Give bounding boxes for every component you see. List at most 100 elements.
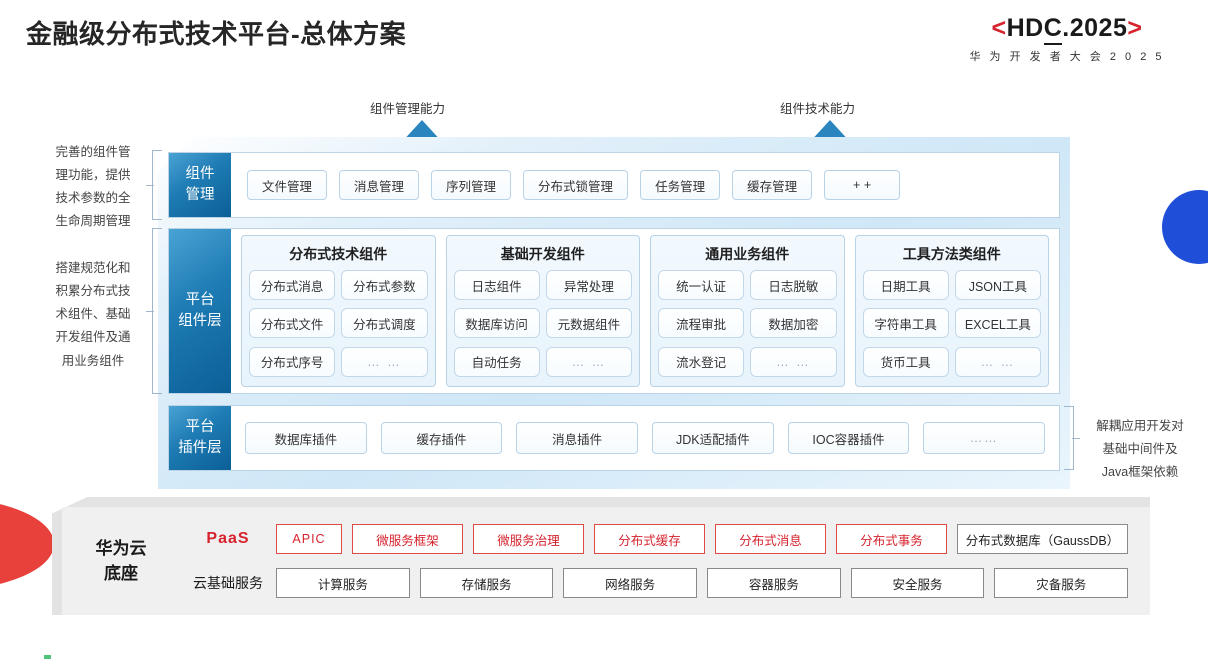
- chip-plugin-4[interactable]: IOC容器插件: [787, 422, 910, 454]
- bchip-basic-4[interactable]: 安全服务: [850, 568, 985, 598]
- bracket-left-1: [146, 150, 162, 220]
- chip-g1-0[interactable]: 日志组件: [453, 270, 540, 300]
- layer-label-platform-plugin: 平台 插件层: [169, 406, 231, 470]
- chip-g1-3[interactable]: 元数据组件: [545, 308, 632, 339]
- chip-g2-1[interactable]: 日志脱敏: [750, 270, 837, 300]
- chip-manage-4[interactable]: 任务管理: [640, 170, 721, 200]
- layer-label-line1: 组件: [185, 165, 215, 182]
- chip-g3-4[interactable]: 货币工具: [862, 346, 949, 377]
- group-grid: 日期工具 JSON工具 字符串工具 EXCEL工具 货币工具 … …: [862, 270, 1041, 379]
- green-tick-decoration: [44, 655, 51, 659]
- bchip-paas-2[interactable]: 微服务治理: [473, 524, 584, 554]
- layer-platform-plugin: 平台 插件层 数据库插件 缓存插件 消息插件 JDK适配插件 IOC容器插件 ……: [168, 405, 1060, 471]
- layer-label-line2: 插件层: [178, 440, 222, 456]
- hdc-logo-main: <HDC.2025>: [942, 14, 1192, 45]
- chip-g1-5[interactable]: … …: [545, 346, 632, 377]
- chip-g2-0[interactable]: 统一认证: [658, 270, 745, 300]
- logo-bracket-right: >: [1127, 14, 1143, 42]
- bchip-basic-1[interactable]: 存储服务: [419, 568, 554, 598]
- chip-manage-6[interactable]: + +: [824, 170, 901, 200]
- bchip-basic-2[interactable]: 网络服务: [563, 568, 698, 598]
- bchip-basic-0[interactable]: 计算服务: [276, 568, 410, 598]
- chip-manage-2[interactable]: 序列管理: [431, 170, 512, 200]
- chip-g2-5[interactable]: … …: [750, 346, 837, 377]
- paas-tag: PaaS: [206, 530, 250, 547]
- group-title: 基础开发组件: [500, 246, 585, 262]
- chip-plugin-0[interactable]: 数据库插件: [245, 422, 367, 454]
- chip-g1-1[interactable]: 异常处理: [545, 270, 632, 300]
- cloud-panel-title: 华为云 底座: [62, 536, 180, 587]
- arrow-label-component-technology: 组件技术能力: [780, 102, 856, 116]
- layer-label-line2: 组件层: [178, 313, 222, 329]
- chip-g1-2[interactable]: 数据库访问: [453, 308, 540, 339]
- group-basic-dev: 基础开发组件 日志组件 异常处理 数据库访问 元数据组件 自动任务 … …: [445, 235, 640, 387]
- chip-manage-5[interactable]: 缓存管理: [732, 170, 813, 200]
- bchip-paas-0[interactable]: APIC: [276, 524, 342, 554]
- bracket-right-1: [1064, 406, 1080, 470]
- chip-plugin-3[interactable]: JDK适配插件: [652, 422, 774, 454]
- layer-label-line1: 平台: [185, 418, 215, 435]
- chip-manage-1[interactable]: 消息管理: [339, 170, 420, 200]
- left-note-1: 完善的组件管理功能，提供技术参数的全生命周期管理: [55, 145, 131, 229]
- page-title: 金融级分布式技术平台-总体方案: [26, 19, 407, 49]
- red-wedge-decoration: [0, 498, 54, 590]
- bchip-paas-4[interactable]: 分布式消息: [715, 524, 826, 554]
- group-tool-method: 工具方法类组件 日期工具 JSON工具 字符串工具 EXCEL工具 货币工具 ……: [854, 235, 1049, 387]
- logo-text-2: C: [1043, 14, 1063, 45]
- bchip-paas-5[interactable]: 分布式事务: [836, 524, 947, 554]
- group-common-business: 通用业务组件 统一认证 日志脱敏 流程审批 数据加密 流水登记 … …: [650, 235, 845, 387]
- bracket-left-2: [146, 228, 162, 394]
- chip-g2-3[interactable]: 数据加密: [750, 308, 837, 339]
- chip-g0-2[interactable]: 分布式文件: [249, 308, 336, 339]
- group-grid: 分布式消息 分布式参数 分布式文件 分布式调度 分布式序号 … …: [249, 270, 428, 379]
- bchip-paas-1[interactable]: 微服务框架: [352, 524, 463, 554]
- bchip-basic-3[interactable]: 容器服务: [707, 568, 841, 598]
- layer-label-line2: 管理: [185, 187, 215, 203]
- hdc-logo-subtitle: 华 为 开 发 者 大 会 2 0 2 5: [969, 51, 1165, 63]
- logo-text-3: .2025: [1062, 14, 1128, 42]
- cloud-title-line1: 华为云: [95, 538, 147, 558]
- chip-plugin-2[interactable]: 消息插件: [516, 422, 639, 454]
- chip-plugin-1[interactable]: 缓存插件: [380, 422, 503, 454]
- layer-body-platform-plugin: 数据库插件 缓存插件 消息插件 JDK适配插件 IOC容器插件 ……: [231, 406, 1059, 470]
- paas-items: APIC 微服务框架 微服务治理 分布式缓存 分布式消息 分布式事务 分布式数据…: [276, 524, 1128, 554]
- chip-g0-4[interactable]: 分布式序号: [249, 346, 336, 377]
- bchip-paas-6[interactable]: 分布式数据库（GaussDB）: [957, 524, 1128, 554]
- chip-g0-1[interactable]: 分布式参数: [341, 270, 428, 300]
- basic-services-tag: 云基础服务: [193, 575, 263, 591]
- arrow-label-component-management: 组件管理能力: [370, 102, 446, 116]
- bchip-basic-5[interactable]: 灾备服务: [994, 568, 1129, 598]
- cloud-title-line2: 底座: [104, 564, 138, 583]
- layer-platform-component: 平台 组件层 分布式技术组件 分布式消息 分布式参数 分布式文件 分布式调度 分…: [168, 228, 1060, 394]
- logo-bracket-left: <: [991, 14, 1007, 42]
- group-grid: 统一认证 日志脱敏 流程审批 数据加密 流水登记 … …: [658, 270, 837, 379]
- chip-g3-1[interactable]: JSON工具: [954, 270, 1041, 300]
- chip-g2-2[interactable]: 流程审批: [658, 308, 745, 339]
- logo-text-1: HD: [1006, 14, 1044, 42]
- cloud-rows: PaaS APIC 微服务框架 微服务治理 分布式缓存 分布式消息 分布式事务 …: [180, 522, 1150, 600]
- layer-body-component-management: 文件管理 消息管理 序列管理 分布式锁管理 任务管理 缓存管理 + +: [231, 153, 1059, 217]
- group-grid: 日志组件 异常处理 数据库访问 元数据组件 自动任务 … …: [453, 270, 632, 379]
- hdc-logo: <HDC.2025> 华 为 开 发 者 大 会 2 0 2 5: [942, 14, 1192, 64]
- chip-g3-5[interactable]: … …: [954, 346, 1041, 377]
- layer-component-management: 组件 管理 文件管理 消息管理 序列管理 分布式锁管理 任务管理 缓存管理 + …: [168, 152, 1060, 218]
- chip-plugin-5[interactable]: ……: [923, 422, 1046, 454]
- bchip-paas-3[interactable]: 分布式缓存: [594, 524, 705, 554]
- blue-circle-decoration: [1162, 190, 1208, 264]
- cloud-row-paas: PaaS APIC 微服务框架 微服务治理 分布式缓存 分布式消息 分布式事务 …: [180, 522, 1128, 556]
- chip-g3-0[interactable]: 日期工具: [862, 270, 949, 300]
- chip-g0-0[interactable]: 分布式消息: [249, 270, 336, 300]
- chip-g0-3[interactable]: 分布式调度: [341, 308, 428, 339]
- chip-manage-3[interactable]: 分布式锁管理: [523, 170, 629, 200]
- chip-g0-5[interactable]: … …: [341, 346, 428, 377]
- chip-manage-0[interactable]: 文件管理: [247, 170, 328, 200]
- layer-label-component-management: 组件 管理: [169, 153, 231, 217]
- chip-g3-2[interactable]: 字符串工具: [862, 308, 949, 339]
- chip-g1-4[interactable]: 自动任务: [453, 346, 540, 377]
- chip-g3-3[interactable]: EXCEL工具: [954, 308, 1041, 339]
- huawei-cloud-panel: 华为云 底座 PaaS APIC 微服务框架 微服务治理 分布式缓存 分布式消息…: [62, 507, 1150, 615]
- chip-g2-4[interactable]: 流水登记: [658, 346, 745, 377]
- group-title: 工具方法类组件: [902, 246, 1001, 262]
